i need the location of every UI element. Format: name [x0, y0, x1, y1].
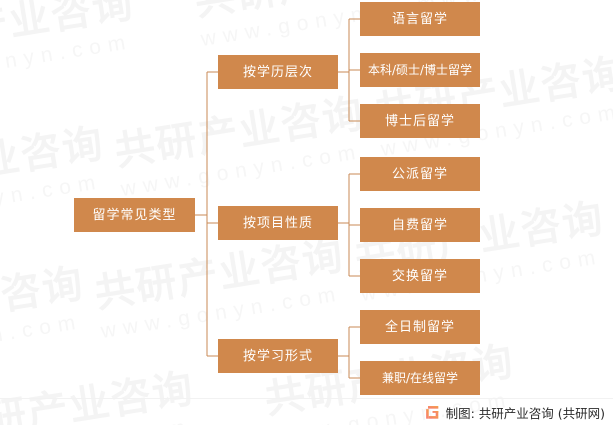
node-leaf-4-label: 公派留学	[391, 166, 448, 182]
node-leaf-5-label: 自费留学	[391, 217, 448, 233]
node-branch-2-label: 按项目性质	[242, 215, 313, 231]
node-root[interactable]: 留学常见类型	[74, 198, 195, 232]
node-leaf-3[interactable]: 博士后留学	[360, 104, 480, 138]
node-branch-3[interactable]: 按学习形式	[218, 339, 338, 373]
node-branch-1-label: 按学历层次	[242, 64, 313, 80]
node-leaf-1-label: 语言留学	[391, 11, 448, 27]
node-leaf-8[interactable]: 兼职/在线留学	[360, 361, 480, 395]
node-leaf-7-label: 全日制留学	[384, 319, 455, 335]
node-leaf-3-label: 博士后留学	[384, 113, 455, 129]
node-leaf-6[interactable]: 交换留学	[360, 259, 480, 293]
node-branch-1[interactable]: 按学历层次	[218, 55, 338, 89]
node-leaf-1[interactable]: 语言留学	[360, 2, 480, 36]
node-leaf-4[interactable]: 公派留学	[360, 157, 480, 191]
node-leaf-6-label: 交换留学	[391, 268, 448, 284]
node-leaf-7[interactable]: 全日制留学	[360, 310, 480, 344]
node-leaf-5[interactable]: 自费留学	[360, 208, 480, 242]
node-root-label: 留学常见类型	[92, 207, 177, 223]
footer-credit-text: 制图: 共研产业咨询 (共研网)	[445, 405, 605, 421]
node-branch-3-label: 按学习形式	[242, 348, 313, 364]
node-branch-2[interactable]: 按项目性质	[218, 206, 338, 240]
gonyn-logo-icon	[425, 405, 438, 419]
footer-credit: 制图: 共研产业咨询 (共研网)	[425, 403, 605, 422]
node-leaf-2-label: 本科/硕士/博士留学	[367, 63, 473, 77]
footer-bar: 制图: 共研产业咨询 (共研网)	[0, 398, 613, 425]
node-leaf-2[interactable]: 本科/硕士/博士留学	[360, 53, 480, 87]
node-leaf-8-label: 兼职/在线留学	[381, 371, 459, 385]
